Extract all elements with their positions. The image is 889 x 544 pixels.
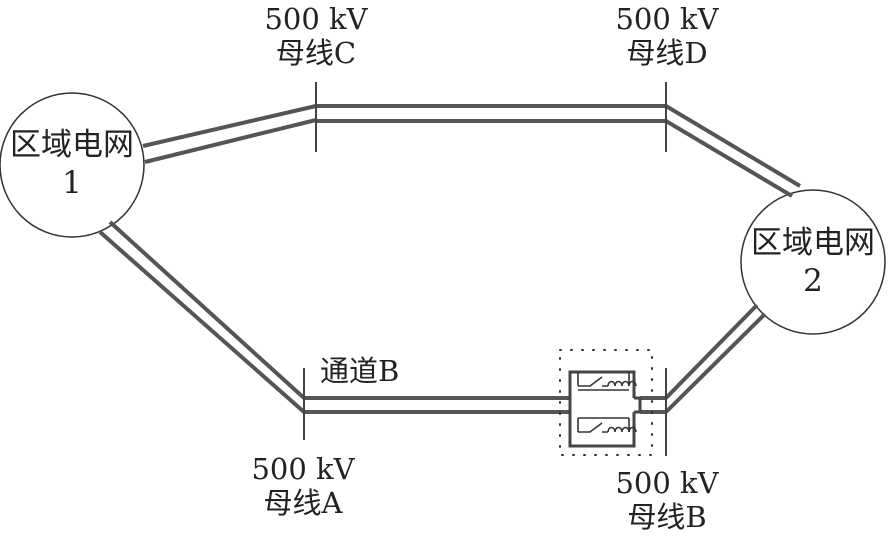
region-grid-1-label: 区域电网 1: [2, 126, 142, 202]
bus-a-voltage: 500 kV: [251, 452, 355, 486]
bus-a-label: 500 kV 母线A: [238, 452, 368, 520]
transmission-lines: [98, 104, 802, 414]
channel-b-label: 通道B: [320, 354, 399, 388]
bus-b-name: 母线B: [627, 500, 707, 534]
compensator-branch-upper: [568, 370, 636, 398]
bus-b-voltage: 500 kV: [615, 466, 719, 500]
line-d-r2-lower: [664, 119, 794, 198]
compensator-branch-lower: [568, 412, 636, 448]
compensator-dotted-box: [559, 349, 653, 456]
line-b-r2-upper: [664, 303, 759, 400]
bus-b-label: 500 kV 母线B: [602, 466, 732, 534]
switch-upper-icon: [578, 376, 608, 387]
bus-d-label: 500 kV 母线D: [602, 2, 732, 70]
bus-c-voltage: 500 kV: [264, 2, 368, 36]
bus-d-voltage: 500 kV: [615, 2, 719, 36]
region-grid-2-line2: 2: [803, 263, 823, 299]
bus-bars: [303, 82, 667, 456]
region-grid-1-line2: 1: [62, 165, 82, 201]
line-r1-a-upper: [108, 220, 306, 400]
bus-c-name: 母线C: [275, 36, 357, 70]
bus-d-name: 母线D: [626, 36, 708, 70]
coil-upper-icon: [607, 380, 637, 387]
region-grid-2-label: 区域电网 2: [743, 224, 883, 300]
channel-b-text: 通道B: [320, 354, 400, 388]
region-grid-1-line1: 区域电网: [10, 127, 134, 163]
coil-lower-icon: [607, 426, 637, 433]
region-grid-2-line1: 区域电网: [751, 225, 875, 261]
line-r1-c-upper: [142, 104, 317, 148]
region-grid-1-circle: [0, 92, 145, 238]
switch-lower-icon: [578, 422, 608, 433]
line-d-r2-upper: [664, 104, 802, 188]
bus-a-name: 母线A: [263, 486, 343, 520]
series-compensator: [559, 349, 653, 456]
line-r1-a-lower: [98, 230, 306, 414]
region-grid-2-circle: [740, 189, 886, 335]
bus-c-label: 500 kV 母线C: [251, 2, 381, 70]
line-b-r2-lower: [664, 312, 767, 414]
line-r1-c-lower: [144, 118, 317, 164]
